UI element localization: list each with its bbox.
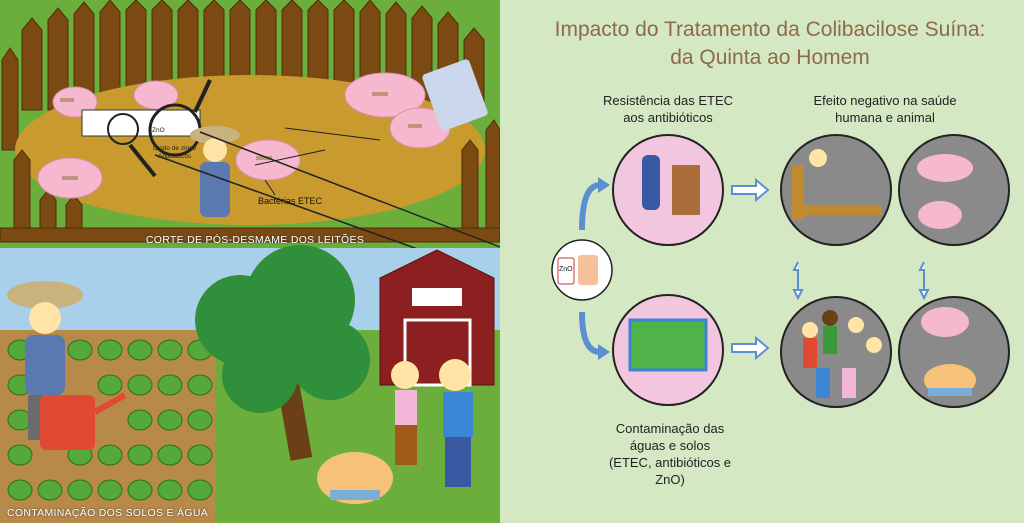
top-scene-caption: CORTE DE PÓS-DESMAME DOS LEITÕES [145,234,365,246]
contamination-line-3: (ETEC, antibióticos e [608,455,732,470]
farm-scene [0,0,500,523]
resistance-line-2: aos antibióticos [623,110,713,125]
arrow-to-people [731,335,770,361]
bacteria-label: Bactérias ETEC [258,196,323,206]
farm-illustration: Bactérias ETEC Óxido de zinco Antibiótic… [0,0,500,523]
negative-effect-label: Efeito negativo na saúde humana e animal [785,92,985,126]
zno-jar-label: ZnO [152,127,165,134]
contamination-line-2: águas e solos [629,438,711,453]
zno-center-label: ZnO [559,266,573,273]
bottom-scene-caption: CONTAMINAÇÃO DOS SOLOS E ÁGUA [6,507,209,519]
contamination-line-4: ZnO) [655,472,685,487]
arrow-down-curve [579,311,601,355]
resistance-label: Resistência das ETEC aos antibióticos [588,92,748,126]
zno-jar-icon [557,257,575,285]
contamination-line-1: Contaminação das [615,421,725,436]
negative-line-1: Efeito negativo na saúde [813,93,957,108]
antibiotics-label: Antibióticos [158,153,192,160]
sick-human-circle [780,134,892,246]
zinc-oxide-label: Óxido de zinco [153,145,196,152]
negative-line-2: humana e animal [835,110,935,125]
arrow-to-health [731,177,770,203]
arrow-vertical-left [792,261,804,301]
sick-pigs-circle [898,134,1010,246]
title-line-1: Impacto do Tratamento da Colibacilose Su… [554,18,986,41]
title-line-2: da Quinta ao Homem [670,46,870,69]
arrow-vertical-right [918,261,930,301]
arrow-up-curve [579,182,601,231]
diagram-title: Impacto do Tratamento da Colibacilose Su… [520,16,1020,72]
antibiotic-box-icon [578,255,598,285]
contamination-label: Contaminação das águas e solos (ETEC, an… [585,420,755,488]
resistance-circle [612,134,724,246]
resistance-line-1: Resistência das ETEC [602,93,734,108]
impact-diagram [551,134,1010,408]
